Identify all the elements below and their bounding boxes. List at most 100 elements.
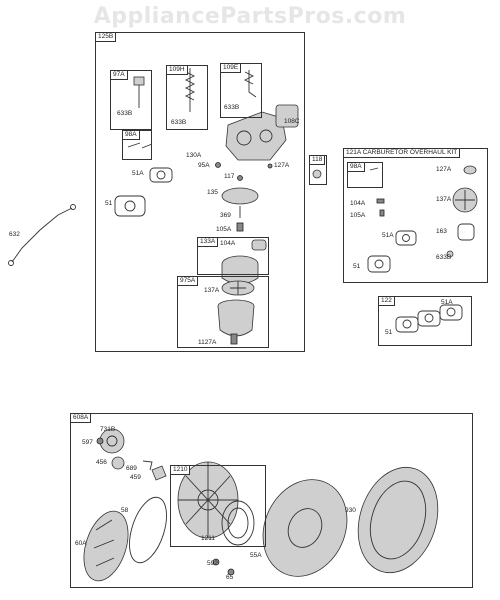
part-137a-detail — [230, 281, 246, 295]
part-118-cap — [312, 169, 322, 179]
label-1211: 1211 — [201, 535, 215, 542]
part-109e-coil — [243, 71, 255, 85]
part-122-51a-hole — [424, 313, 434, 323]
part-51-gasket — [114, 195, 146, 217]
label-51a: 51A — [132, 170, 144, 177]
part-632-link — [11, 207, 73, 263]
label-632: 632 — [9, 231, 20, 238]
group-109e-tag: 109E — [221, 64, 242, 73]
part-98a-screw — [141, 143, 153, 149]
part-carb-bore — [236, 130, 252, 146]
group-122-box: 122 — [378, 296, 472, 346]
label-kit-105a: 105A — [350, 212, 366, 219]
label-kit-51: 51 — [353, 263, 361, 270]
label-633b: 633B — [117, 110, 133, 117]
group-kit-98a-box: 98A — [347, 162, 383, 188]
part-109h-coil — [184, 71, 196, 101]
part-1211-spring-inner — [227, 507, 249, 539]
part-kit-633b — [446, 250, 454, 258]
label-135: 135 — [207, 189, 218, 196]
part-731b-hub — [106, 435, 118, 447]
group-109h-box: 109H — [166, 65, 208, 130]
label-58: 58 — [121, 507, 129, 514]
label-731b: 731B — [100, 426, 116, 433]
part-kit-51 — [367, 255, 391, 273]
part-kit-105a — [379, 209, 385, 217]
part-kit-51-hole — [374, 259, 384, 269]
group-1210-tag: 1210 — [171, 466, 191, 475]
group-125b-tag: 125B — [96, 33, 117, 42]
label-kit-104a: 104A — [350, 200, 366, 207]
part-51-hole — [124, 200, 136, 212]
part-689-spring — [142, 460, 153, 471]
group-109e-box: 109E — [220, 63, 262, 118]
part-95a-screw — [215, 162, 221, 168]
part-632-end — [8, 260, 14, 266]
group-608a-box: 608A — [70, 413, 473, 588]
group-118-tag: 118 — [310, 156, 326, 165]
label-kit-51a: 51A — [382, 232, 394, 239]
label-459: 459 — [130, 474, 141, 481]
part-60a-housing — [83, 510, 129, 582]
label-122-51: 51 — [385, 329, 393, 336]
label-kit-127a: 127A — [436, 166, 452, 173]
label-104a: 104A — [220, 240, 236, 247]
part-60a-vents — [93, 519, 115, 567]
part-98a-screw — [127, 142, 141, 148]
label-117: 117 — [224, 173, 235, 180]
group-118-box: 118 — [309, 155, 327, 185]
label-kit-163: 163 — [436, 228, 447, 235]
part-105a-needle — [236, 222, 244, 232]
part-122-51a — [439, 304, 463, 321]
group-97a-box: 97A — [110, 70, 152, 130]
label-108c: 108C — [284, 118, 300, 125]
label-105a: 105A — [216, 226, 232, 233]
label-130a: 130A — [186, 152, 202, 159]
part-122-51a-hole — [446, 307, 456, 317]
part-109e-lever — [248, 70, 257, 98]
part-108c-plate — [275, 104, 299, 128]
part-58-rope — [129, 496, 167, 564]
part-122-51 — [395, 316, 419, 333]
group-122-tag: 122 — [379, 297, 395, 306]
group-975a-tag: 975A — [178, 277, 199, 286]
group-kit-98a-tag: 98A — [348, 163, 365, 172]
part-127a-screw — [267, 163, 273, 169]
part-55a-housing — [262, 479, 348, 577]
label-930: 930 — [345, 507, 356, 514]
group-133a-tag: 133A — [198, 238, 219, 247]
label-122-51a: 51A — [441, 299, 453, 306]
label-kit-137a: 137A — [436, 196, 452, 203]
part-kit-104a — [376, 198, 385, 204]
part-kit-98a-screw — [369, 167, 379, 171]
group-98a-tag: 98A — [123, 131, 140, 140]
part-456-washer — [111, 456, 125, 470]
part-930-screen-inner — [369, 480, 427, 560]
label-369: 369 — [220, 212, 231, 219]
label-456: 456 — [96, 459, 107, 466]
part-65-screw — [227, 568, 235, 576]
group-133a-box: 133A — [197, 237, 269, 275]
label-60a: 60A — [75, 540, 87, 547]
part-kit-137a-detail — [455, 190, 475, 210]
label-137a: 137A — [204, 287, 220, 294]
part-104a-gasket — [251, 239, 267, 251]
part-592-screw — [212, 558, 220, 566]
part-1211-spring — [221, 500, 255, 546]
group-109h-tag: 109H — [167, 66, 188, 75]
part-55a-center — [287, 508, 323, 548]
label-55a: 55A — [250, 552, 262, 559]
part-51a-gasket — [149, 167, 173, 183]
label-1127a: 1127A — [198, 339, 217, 346]
label-592: 592 — [207, 560, 218, 567]
part-1127a-screw — [230, 333, 238, 345]
label-127a: 127A — [274, 162, 290, 169]
label-633b: 633B — [224, 104, 240, 111]
group-98a-box: 98A — [122, 130, 152, 160]
part-459-pawl — [151, 465, 167, 481]
label-689: 689 — [126, 465, 137, 472]
part-carb-bore — [259, 129, 273, 143]
part-135-float — [221, 187, 259, 205]
label-kit-633b: 633B — [436, 254, 452, 261]
